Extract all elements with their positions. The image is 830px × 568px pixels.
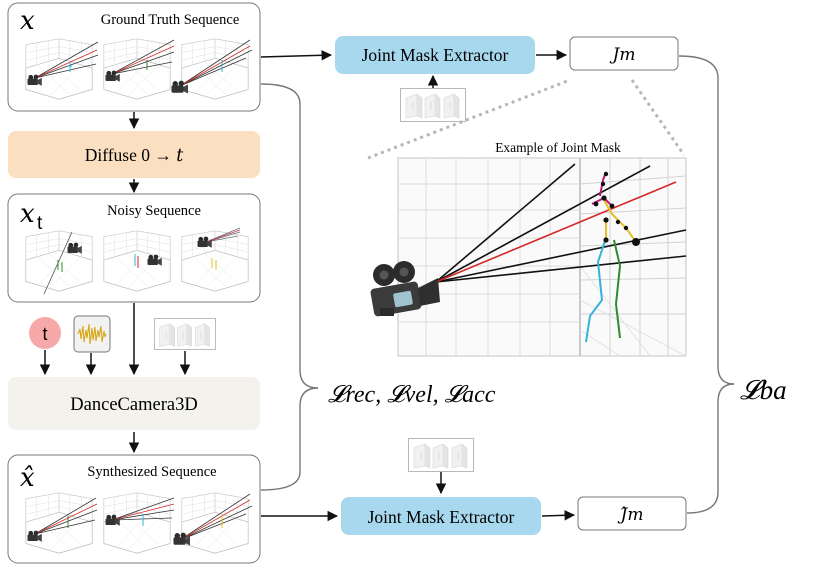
gt-mask-thumbnail [400, 88, 466, 122]
joint-mask-output-bottom: 𝐽̂𝑚 [577, 496, 687, 531]
synthesized-panel: 𝑥̂ Synthesized Sequence [7, 454, 261, 564]
timestep-label: t [42, 324, 47, 344]
noisy-mask-thumbnail [153, 318, 217, 350]
ground-truth-frame-2 [103, 38, 175, 100]
noisy-subscript: t [37, 213, 43, 234]
ground-truth-title: Ground Truth Sequence [101, 12, 240, 28]
masked-joints [593, 171, 640, 246]
ba-loss-brace [678, 55, 735, 514]
music-input [73, 315, 111, 353]
example-title: Example of Joint Mask [495, 140, 621, 155]
reconstruction-loss-label: 𝓛rec, 𝓛vel, 𝓛acc [328, 382, 496, 408]
synthesized-symbol: 𝑥̂ [20, 463, 35, 492]
synth-mask-thumbnail [408, 438, 474, 472]
noisy-frame-3 [181, 227, 249, 292]
camera-rays [435, 163, 687, 283]
ground-truth-symbol: 𝑥 [20, 6, 35, 35]
joint-mask-extractor-top: Joint Mask Extractor [335, 36, 535, 74]
extractor-top-label: Joint Mask Extractor [362, 45, 509, 65]
synthesized-frame-2 [103, 492, 175, 554]
jm-top-label: 𝐽𝑚 [610, 45, 636, 64]
ground-truth-frame-1 [25, 38, 99, 100]
noisy-frame-1 [25, 230, 93, 295]
noisy-panel: 𝑥 t Noisy Sequence [7, 193, 261, 303]
noisy-title: Noisy Sequence [107, 203, 201, 219]
dancecamera3d-model: DanceCamera3D [8, 377, 260, 430]
ba-loss-label: 𝓛ba [740, 375, 787, 405]
ground-truth-panel: 𝑥 Ground Truth Sequence [7, 2, 261, 112]
timestep-input: t [29, 317, 61, 349]
synthesized-frame-3 [173, 492, 253, 554]
model-label: DanceCamera3D [70, 395, 197, 415]
flow-arrows [260, 49, 576, 522]
ground-truth-frame-3 [171, 38, 253, 100]
noisy-frame-2 [103, 230, 171, 292]
diffuse-label: Diffuse 0 → 𝑡 [85, 145, 185, 165]
diffuse-step: Diffuse 0 → 𝑡 [8, 131, 260, 178]
joint-mask-example [370, 157, 687, 357]
reconstruction-loss-brace [260, 83, 319, 491]
synthesized-title: Synthesized Sequence [87, 464, 216, 480]
joint-mask-extractor-bottom: Joint Mask Extractor [341, 497, 541, 535]
camera-icon [370, 261, 440, 317]
synthesized-frame-1 [25, 492, 98, 554]
extractor-bottom-label: Joint Mask Extractor [368, 507, 515, 527]
jm-bottom-label: 𝐽̂𝑚 [618, 505, 644, 524]
zoom-guides [367, 78, 686, 160]
model-input-arrows [39, 112, 191, 454]
noisy-symbol: 𝑥 [20, 199, 35, 228]
joint-mask-output-top: 𝐽𝑚 [569, 36, 679, 71]
